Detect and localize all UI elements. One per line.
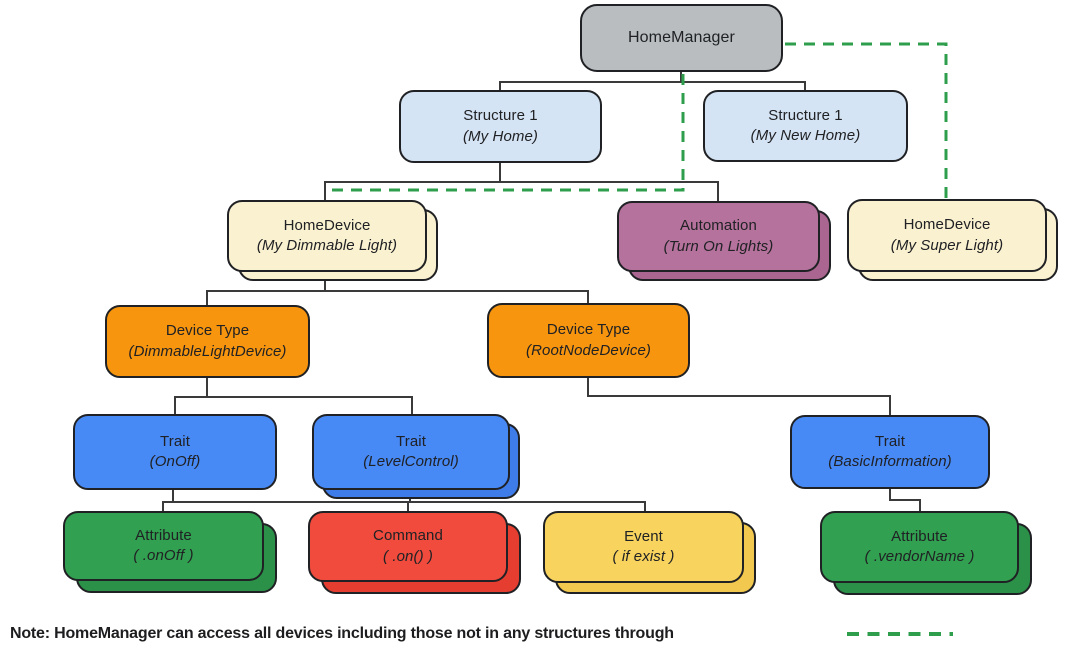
node-label: Attribute bbox=[135, 526, 192, 544]
dashed-link-homemanager-dimmable-light bbox=[326, 74, 685, 192]
node-label: Command bbox=[373, 527, 443, 544]
node-label: Trait bbox=[875, 432, 905, 450]
connector-rootnode-trait bbox=[587, 378, 891, 415]
node-sublabel: (DimmableLightDevice) bbox=[128, 342, 287, 360]
node-trait-basicinformation: Trait (BasicInformation) bbox=[790, 415, 990, 489]
dashed-link-homemanager-super-light bbox=[785, 42, 948, 198]
footnote-text: Note: HomeManager can access all devices… bbox=[10, 625, 674, 642]
node-label: Structure 1 bbox=[463, 107, 538, 124]
node-home-manager: HomeManager bbox=[580, 4, 783, 72]
node-devicetype-dimmablelight: Device Type (DimmableLightDevice) bbox=[105, 305, 310, 378]
node-homedevice-super-light: HomeDevice (My Super Light) bbox=[847, 199, 1047, 272]
node-event-if-exist: Event ( if exist ) bbox=[543, 511, 744, 583]
footnote: Note: HomeManager can access all devices… bbox=[10, 622, 1062, 646]
node-label: Structure 1 bbox=[768, 106, 843, 124]
node-attribute-vendorname: Attribute ( .vendorName ) bbox=[820, 511, 1019, 583]
node-label: HomeDevice bbox=[903, 216, 991, 233]
node-structure-my-new-home: Structure 1 (My New Home) bbox=[703, 90, 908, 162]
node-sublabel: ( .onOff ) bbox=[133, 547, 194, 564]
node-label: Device Type bbox=[546, 321, 631, 338]
node-label: Trait bbox=[396, 432, 426, 450]
node-sublabel: ( .vendorName ) bbox=[864, 548, 975, 565]
node-label: Automation bbox=[680, 217, 757, 234]
connector-structure-devices bbox=[324, 163, 719, 201]
node-sublabel: (My Super Light) bbox=[890, 236, 1004, 254]
node-sublabel: (BasicInformation) bbox=[828, 453, 952, 470]
node-sublabel: ( .on() ) bbox=[382, 547, 434, 565]
connector-basicinfo-attribute bbox=[889, 489, 921, 511]
node-sublabel: (Turn On Lights) bbox=[663, 237, 774, 255]
node-automation: Automation (Turn On Lights) bbox=[617, 201, 820, 272]
legend-dashed-line-icon bbox=[847, 632, 953, 636]
connector-homemanager-structures bbox=[499, 72, 806, 90]
node-label: HomeManager bbox=[628, 28, 735, 46]
node-sublabel: (My Dimmable Light) bbox=[256, 237, 398, 254]
node-sublabel: ( if exist ) bbox=[612, 548, 675, 565]
node-trait-levelcontrol: Trait (LevelControl) bbox=[312, 414, 510, 490]
node-label: HomeDevice bbox=[283, 216, 371, 234]
node-label: Device Type bbox=[165, 322, 250, 339]
node-sublabel: (OnOff) bbox=[149, 453, 201, 470]
node-attribute-onoff: Attribute ( .onOff ) bbox=[63, 511, 264, 581]
node-sublabel: (LevelControl) bbox=[363, 453, 459, 470]
node-label: Event bbox=[624, 527, 663, 545]
node-homedevice-dimmable-light: HomeDevice (My Dimmable Light) bbox=[227, 200, 427, 272]
node-sublabel: (My Home) bbox=[462, 127, 539, 145]
node-label: Trait bbox=[160, 432, 190, 450]
node-sublabel: (RootNodeDevice) bbox=[526, 341, 651, 359]
node-trait-onoff: Trait (OnOff) bbox=[73, 414, 277, 490]
node-command-on: Command ( .on() ) bbox=[308, 511, 508, 582]
node-devicetype-rootnode: Device Type (RootNodeDevice) bbox=[487, 303, 690, 378]
node-structure-my-home: Structure 1 (My Home) bbox=[399, 90, 602, 163]
node-sublabel: (My New Home) bbox=[750, 127, 861, 144]
node-label: Attribute bbox=[891, 527, 948, 545]
connector-devicetype-traits bbox=[174, 378, 413, 414]
